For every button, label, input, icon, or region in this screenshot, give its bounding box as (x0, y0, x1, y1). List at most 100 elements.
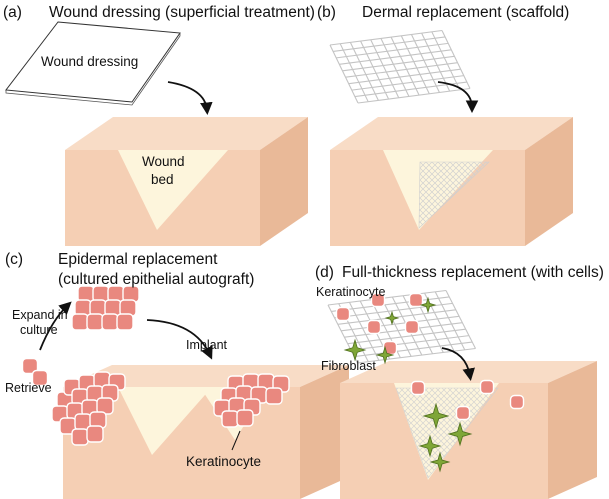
scaffold-b-fiber-h-7 (351, 75, 464, 91)
scaffold-b-fiber-v-5 (380, 38, 410, 97)
keratinocyte-cell-47 (408, 292, 424, 308)
scaffold-d-fiber-v-0 (327, 304, 358, 364)
fibroblast-56 (375, 345, 395, 365)
panel-c-title-line1: Epidermal replacement (58, 251, 218, 268)
panel-a-letter: (a) (3, 4, 22, 21)
scaffold-d-fiber-v-5 (381, 298, 412, 357)
skin-block-b-top (330, 117, 573, 150)
wound-dressing-sheet (5, 21, 181, 103)
scaffold-b-fiber-v-0 (329, 44, 359, 104)
scaffold-b-fiber-h-6 (348, 68, 461, 85)
wound-bed-a (118, 150, 228, 230)
fibroblast-55 (343, 338, 367, 362)
keratinocyte-cell-13 (21, 357, 39, 375)
keratinocyte-cell-12 (116, 313, 134, 331)
keratinocyte-cell-39 (265, 387, 283, 405)
arrow-b (437, 81, 479, 114)
skin-block-b-side (525, 117, 573, 246)
scaffold-b-fiber-v-3 (360, 40, 390, 100)
scaffold-b-fiber-v-2 (349, 42, 379, 101)
arrow-a (167, 81, 213, 116)
keratinocyte-cell-52 (479, 379, 495, 395)
scaffold-b-fiber-v-1 (339, 43, 369, 102)
keratinocyte-cell-8 (86, 313, 104, 331)
scaffold-d-fiber-v-2 (348, 302, 380, 361)
arrow-implant (146, 319, 213, 360)
keratinocyte-label-c: Keratinocyte (186, 454, 261, 469)
skin-block-c-side (300, 365, 349, 499)
cell-layer (21, 285, 525, 473)
keratinocyte-pointer-c (231, 430, 241, 451)
implant-label: Implant (186, 338, 228, 352)
scaffold-d-fiber-h-9 (357, 347, 476, 364)
panel-a-title: Wound dressing (superficial treatment) (49, 4, 315, 21)
scaffold-d-fiber-h-2 (334, 302, 453, 319)
fibroblast-61 (419, 296, 437, 314)
scaffold-d-fiber-h-3 (337, 309, 456, 325)
keratinocyte-cell-53 (455, 405, 471, 421)
retrieve-label: Retrieve (5, 381, 52, 395)
fibroblast-label: Fibroblast (321, 359, 376, 373)
scaffold-d-fiber-h-0 (327, 289, 447, 306)
scaffold-b-fiber-h-4 (342, 55, 455, 72)
scaffold-d-fiber-h-7 (350, 335, 470, 351)
fibroblast-59 (418, 434, 442, 458)
keratinocyte-cell-31 (86, 425, 104, 443)
scaffold-d-fiber-h-1 (331, 296, 450, 312)
scaffold-d-fiber-h-4 (341, 315, 460, 332)
scaffold-in-wound-b (418, 161, 490, 229)
fibroblast-60 (429, 451, 451, 473)
keratinocyte-cell-48 (366, 319, 382, 335)
keratinocyte-cell-49 (404, 319, 420, 335)
panel-d-title: Full-thickness replacement (with cells) (342, 264, 604, 281)
panel-d-letter: (d) (315, 264, 334, 281)
keratinocyte-cell-43 (221, 410, 239, 428)
keratinocyte-cell-9 (101, 313, 119, 331)
scaffold-b-fiber-v-10 (431, 31, 461, 91)
wound-dressing-sheet-edge (5, 33, 181, 106)
scaffold-b-fiber-v-8 (410, 34, 440, 93)
wound-bed-c1 (118, 387, 212, 455)
scaffold-b-fiber-h-0 (329, 29, 443, 46)
panel-c-title-line2: (cultured epithelial autograft) (58, 271, 254, 288)
keratinocyte-cell-30 (71, 428, 89, 446)
scaffold-d-fiber-h-5 (344, 322, 463, 338)
keratinocyte-cell-14 (31, 369, 49, 387)
keratinocyte-cell-44 (236, 409, 254, 427)
panel-b-title: Dermal replacement (scaffold) (362, 4, 569, 21)
scaffold-b-fiber-h-9 (357, 87, 471, 104)
keratinocyte-cell-45 (335, 306, 351, 322)
scaffold-b-fiber-v-9 (421, 32, 451, 92)
wound-bed-label-line1: Wound (142, 154, 185, 169)
panel-c-letter: (c) (5, 251, 23, 268)
panel-b-letter: (b) (317, 4, 336, 21)
scaffold-b-fiber-v-4 (370, 39, 400, 98)
scaffold-b-fiber-v-7 (400, 35, 430, 95)
scaffold-b-fiber-h-1 (333, 36, 446, 52)
wound-dressing-label: Wound dressing (41, 54, 138, 69)
scaffold-d-fiber-v-11 (445, 290, 476, 349)
wound-bed-label-line2: bed (151, 172, 174, 187)
arrow-d (441, 347, 475, 381)
keratinocyte-label-d: Keratinocyte (316, 285, 386, 299)
keratinocyte-cell-51 (410, 380, 426, 396)
fibroblast-62 (384, 310, 400, 326)
scaffold-b-fiber-v-6 (390, 36, 420, 96)
skin-block-d-side (548, 361, 597, 499)
scaffold-mesh-b (329, 29, 471, 104)
expand-in-culture-line1: Expand in (12, 308, 68, 322)
fibroblast-57 (422, 402, 450, 430)
fibroblast-58 (447, 421, 473, 447)
expand-in-culture-line2: culture (20, 323, 58, 337)
scaffold-b-fiber-h-2 (336, 42, 449, 59)
skin-block-a-top (65, 117, 308, 150)
scaffold-d-fiber-h-8 (354, 341, 473, 358)
scaffold-d-fiber-h-6 (347, 328, 466, 345)
keratinocyte-cell-46 (370, 292, 386, 308)
keratinocyte-cell-54 (509, 394, 525, 410)
scaffold-b-fiber-h-3 (339, 49, 452, 65)
arrow-retrieve-to-culture (39, 301, 72, 351)
scaffold-b-fiber-h-5 (345, 62, 458, 78)
scaffold-d-fiber-v-10 (434, 291, 466, 351)
